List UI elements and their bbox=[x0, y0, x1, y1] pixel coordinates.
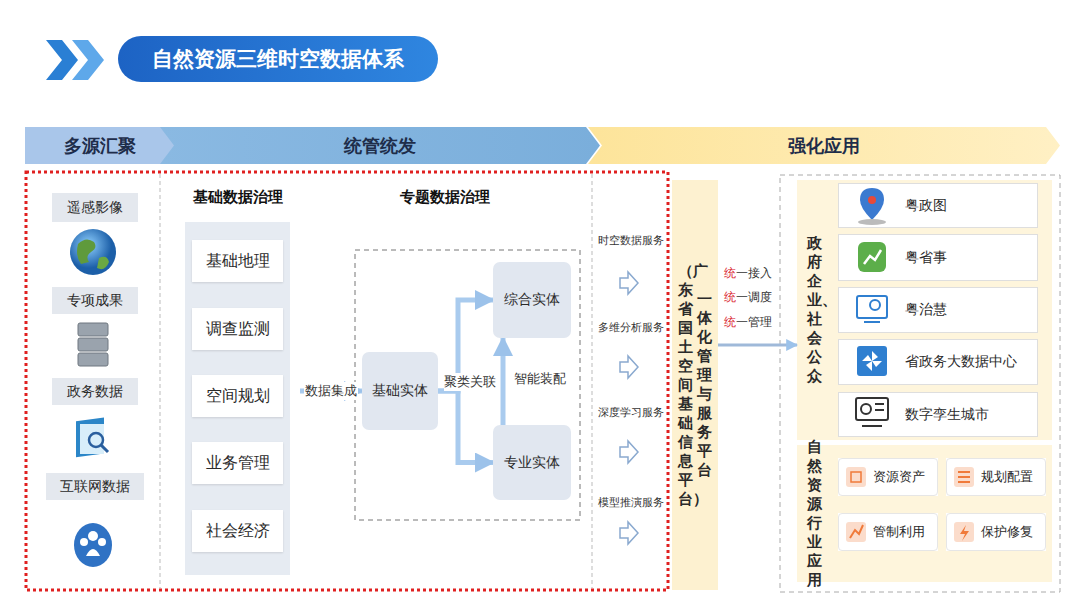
entity-box: 基础实体 bbox=[362, 352, 438, 430]
dashed-box bbox=[355, 250, 580, 520]
node-text: 保护修复 bbox=[981, 523, 1033, 541]
node-text: 业务管理 bbox=[206, 453, 270, 474]
service-label: 深度学习服务 bbox=[598, 405, 664, 420]
app-box: 省政务大数据中心 bbox=[838, 339, 1038, 385]
platform-fill bbox=[672, 180, 718, 590]
edge-label: 数据集成 bbox=[304, 382, 358, 400]
app-box: 粤政图 bbox=[838, 183, 1038, 228]
flow-arrow bbox=[438, 391, 493, 463]
group-fill bbox=[797, 180, 1052, 440]
people-icon bbox=[74, 523, 112, 567]
title-text: 自然资源三维时空数据体系 bbox=[152, 45, 404, 73]
node-text: 专题数据治理 bbox=[400, 188, 490, 207]
header-band: 强化应用 bbox=[588, 127, 1060, 164]
service-label: 模型推演服务 bbox=[598, 495, 664, 510]
flow-arrow bbox=[718, 344, 797, 347]
unify-label: 统一管理 bbox=[724, 314, 772, 331]
industry-app-box: 管制利用 bbox=[838, 513, 938, 551]
user-group: 自然资源行业应用资源资产规划配置管制利用保护修复 bbox=[797, 445, 1052, 582]
industry-app-box: 规划配置 bbox=[946, 458, 1046, 496]
platform-column: 一体化管理与服务平台 （广东省国土空间基础信息平台） bbox=[672, 180, 718, 590]
separator bbox=[592, 174, 593, 588]
entity-box: 专业实体 bbox=[493, 425, 571, 500]
app-box: 粤省事 bbox=[838, 234, 1038, 281]
node-text: 基础数据治理 bbox=[193, 188, 283, 207]
node-text: 遥感影像 bbox=[67, 199, 123, 217]
app-box: 数字孪生城市 bbox=[838, 392, 1038, 437]
node-text: 调查监测 bbox=[206, 319, 270, 340]
group-fill bbox=[797, 445, 1052, 582]
app-fills bbox=[838, 183, 1046, 551]
source-label: 政务数据 bbox=[52, 378, 138, 405]
title-chevrons bbox=[46, 40, 104, 80]
node-text: 社会经济 bbox=[206, 521, 270, 542]
edge-label: 智能装配 bbox=[513, 370, 567, 388]
node-text: 基础实体 bbox=[372, 382, 428, 400]
document-icon bbox=[76, 417, 108, 457]
node-text: （广东省国土空间基础信息平台） bbox=[678, 262, 693, 509]
database-icon bbox=[78, 323, 108, 366]
node-text: 互联网数据 bbox=[60, 478, 130, 496]
node-text: 专业实体 bbox=[504, 454, 560, 472]
globe-icon bbox=[70, 229, 116, 275]
unify-label: 统一接入 bbox=[724, 265, 772, 282]
app-icons bbox=[856, 188, 888, 426]
separator bbox=[160, 174, 161, 588]
arrow-label: 聚类关联 bbox=[444, 373, 496, 391]
source-label: 互联网数据 bbox=[46, 473, 144, 500]
node-text: 粤政图 bbox=[905, 197, 947, 215]
header-band: 多源汇聚 bbox=[25, 127, 175, 164]
outer-dashed bbox=[780, 175, 1060, 592]
header-band: 统管统发 bbox=[160, 127, 600, 164]
industry-app-box: 保护修复 bbox=[946, 513, 1046, 551]
title-bar: 自然资源三维时空数据体系 bbox=[118, 36, 438, 82]
user-group: 政府企业、社会公众 粤政图粤省事粤治慧省政务大数据中心数字孪生城市 bbox=[797, 180, 1052, 440]
node-text: 专项成果 bbox=[67, 292, 123, 310]
node-text: 规划配置 bbox=[981, 468, 1033, 486]
industry-app-box: 资源资产 bbox=[838, 458, 938, 496]
data-item-box: 基础地理 bbox=[192, 240, 283, 282]
node-text: 管制利用 bbox=[873, 523, 925, 541]
node-text: 自然资源行业应用 bbox=[807, 438, 822, 590]
node-text: 数字孪生城市 bbox=[905, 406, 989, 424]
node-text: 统管统发 bbox=[344, 134, 416, 158]
service-label: 多维分析服务 bbox=[598, 320, 664, 335]
data-item-box: 调查监测 bbox=[192, 308, 283, 350]
data-item-box: 空间规划 bbox=[192, 375, 283, 417]
grey-column bbox=[185, 222, 290, 575]
node-text: 一体化管理与服务平台 bbox=[697, 290, 712, 480]
app-box: 粤治慧 bbox=[838, 287, 1038, 333]
red-region bbox=[26, 172, 668, 590]
service-label: 时空数据服务 bbox=[598, 233, 664, 248]
node-text: 综合实体 bbox=[504, 291, 560, 309]
governance-panel: 基础数据治理基础地理调查监测空间规划业务管理社会经济 bbox=[175, 180, 300, 580]
data-item-box: 业务管理 bbox=[192, 442, 283, 484]
industry-icons bbox=[846, 467, 974, 542]
node-text: 强化应用 bbox=[788, 134, 860, 158]
unify-label: 统一调度 bbox=[724, 289, 772, 306]
source-label: 专项成果 bbox=[52, 287, 138, 314]
data-item-box: 社会经济 bbox=[192, 510, 283, 552]
entity-box: 综合实体 bbox=[493, 262, 571, 338]
node-text: 基础地理 bbox=[206, 251, 270, 272]
node-text: 政务数据 bbox=[67, 383, 123, 401]
node-text: 政府企业、社会公众 bbox=[807, 234, 822, 386]
source-label: 遥感影像 bbox=[52, 193, 138, 222]
flow-arrow bbox=[501, 338, 506, 425]
node-text: 粤治慧 bbox=[905, 301, 947, 319]
node-text: 省政务大数据中心 bbox=[905, 353, 1017, 371]
node-text: 空间规划 bbox=[206, 386, 270, 407]
node-text: 资源资产 bbox=[873, 468, 925, 486]
node-text: 粤省事 bbox=[905, 249, 947, 267]
node-text: 多源汇聚 bbox=[64, 134, 136, 158]
